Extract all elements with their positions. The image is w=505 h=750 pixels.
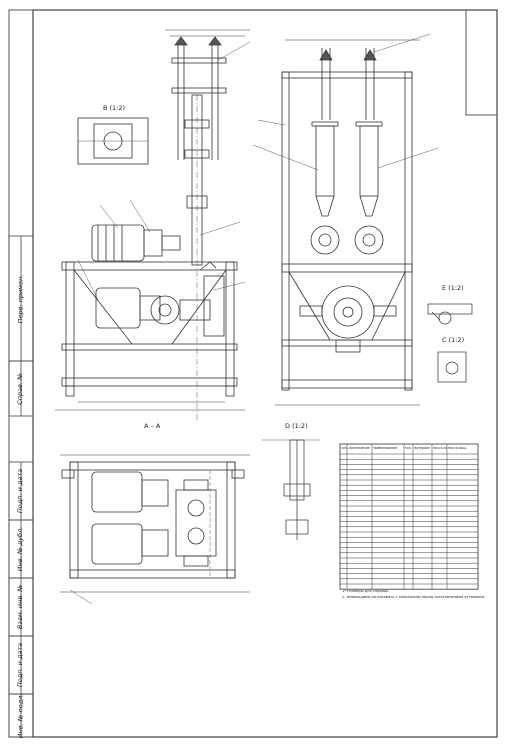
detail-views <box>427 303 473 383</box>
side-stamp-boxes <box>8 235 34 738</box>
spec-header-cell: Масса ед. <box>432 447 447 450</box>
spec-header-cell: Обозначение <box>347 447 370 450</box>
stamp-sign-date-1: Подп. и дата <box>16 468 24 514</box>
sheet-border <box>8 9 498 738</box>
stamp-reference-no: Справ. № <box>16 372 24 405</box>
note-1: 1* Размеры для справок. <box>342 590 390 593</box>
note-2: 2. Необходимо согласовать с заказчиком п… <box>342 596 486 599</box>
spec-header-cell: Поз. <box>340 447 347 450</box>
spec-header-cell: Наименование <box>372 447 398 450</box>
stamp-replace-inv-no: Взам. инв. № <box>16 584 25 630</box>
stamp-first-use: Перв. примен. <box>16 274 25 323</box>
stamp-original-inv-no: Инв. № подл. <box>16 693 24 738</box>
spec-header-cell: Материал <box>413 447 431 450</box>
front-view <box>55 29 251 420</box>
spec-header-cell: Масса общ. <box>447 447 467 450</box>
side-view <box>252 33 439 406</box>
label-section-aa: А – А <box>144 422 161 430</box>
label-view-e: E (1:2) <box>442 284 464 292</box>
spec-table <box>339 443 479 590</box>
label-view-c: C (1:2) <box>442 336 465 344</box>
stamp-sign-date-2: Подп. и дата <box>16 642 24 688</box>
label-view-b: В (1:2) <box>103 104 126 112</box>
detail-d-view <box>262 439 320 540</box>
section-aa-view <box>60 454 250 605</box>
stamp-dup-inv-no: Инв. № дубл. <box>16 526 25 572</box>
label-view-d: D (1:2) <box>285 422 308 430</box>
spec-header-cell: Кол. <box>404 447 412 450</box>
inner-frame <box>32 9 498 738</box>
frame-tab <box>465 10 497 116</box>
